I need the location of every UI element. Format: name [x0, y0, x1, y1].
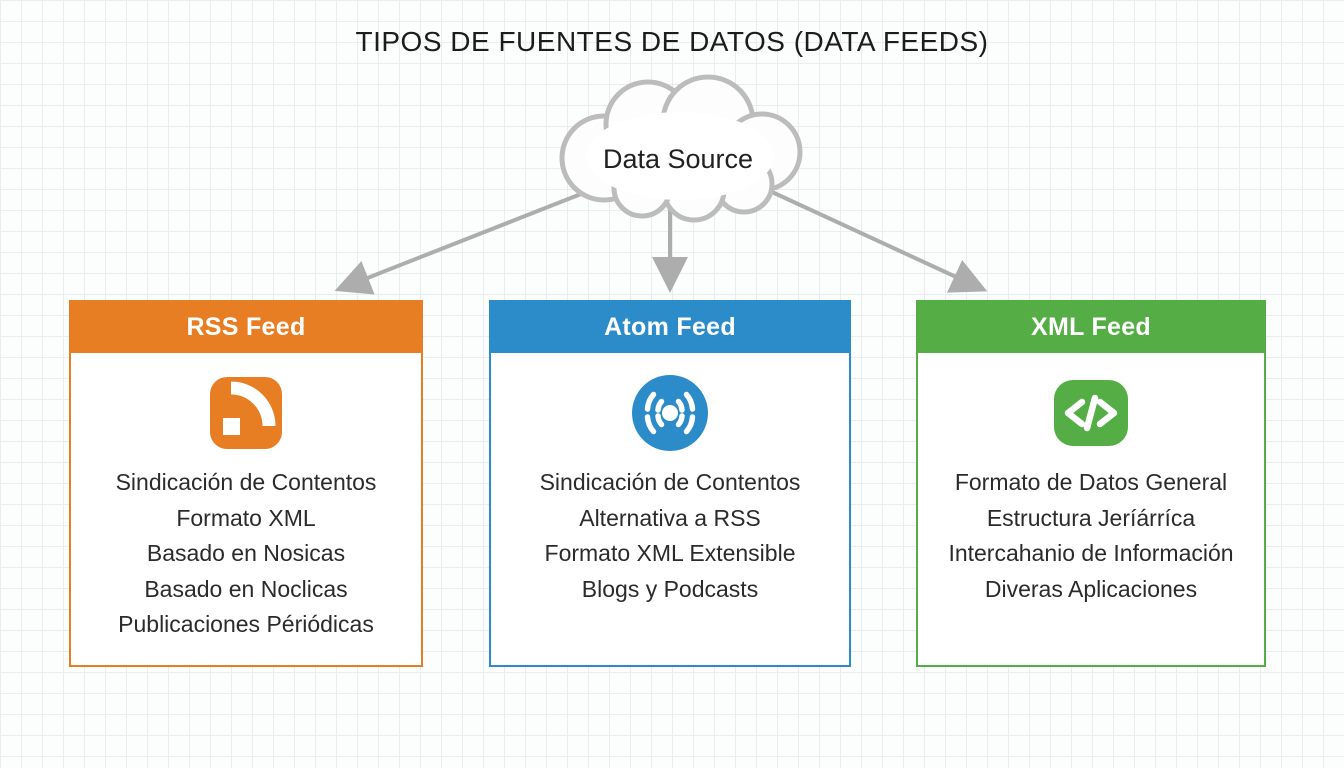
- page-title: TIPOS DE FUENTES DE DATOS (DATA FEEDS): [355, 26, 989, 57]
- card-line: Estructura Jeríárríca: [986, 504, 1196, 531]
- arrow-cloud-to-rss: [334, 190, 587, 295]
- card-atom-header: Atom Feed: [491, 302, 849, 353]
- card-line: Intercahanio de Información: [948, 540, 1234, 566]
- cloud-label: Data Source: [602, 144, 754, 174]
- rss-icon: [210, 377, 282, 449]
- arrow-cloud-to-xml: [771, 190, 988, 293]
- card-xml-title: XML Feed: [1030, 313, 1151, 341]
- card-line: Formato XML Extensible: [544, 540, 796, 566]
- code-icon: [1054, 380, 1128, 446]
- card-atom-title: Atom Feed: [604, 313, 736, 341]
- card-xml-header: XML Feed: [918, 302, 1264, 353]
- card-line: Blogs y Podcasts: [581, 575, 759, 602]
- card-line: Basado en Noclicas: [144, 575, 348, 602]
- card-line: Sindicación de Contentos: [539, 469, 801, 495]
- card-rss-header: RSS Feed: [71, 302, 421, 353]
- card-line: Sindicación de Contentos: [115, 469, 377, 495]
- card-rss-title: RSS Feed: [186, 313, 306, 341]
- broadcast-icon: [632, 375, 708, 451]
- cloud-shape: [559, 74, 803, 223]
- card-line: Formato de Datos General: [954, 469, 1228, 495]
- card-line: Basado en Nosicas: [146, 540, 346, 566]
- card-line: Diveras Aplicaciones: [984, 575, 1198, 602]
- card-line: Alternativa a RSS: [579, 504, 761, 531]
- card-line: Formato XML: [176, 504, 316, 531]
- card-line: Publicaciones Périódicas: [118, 611, 374, 637]
